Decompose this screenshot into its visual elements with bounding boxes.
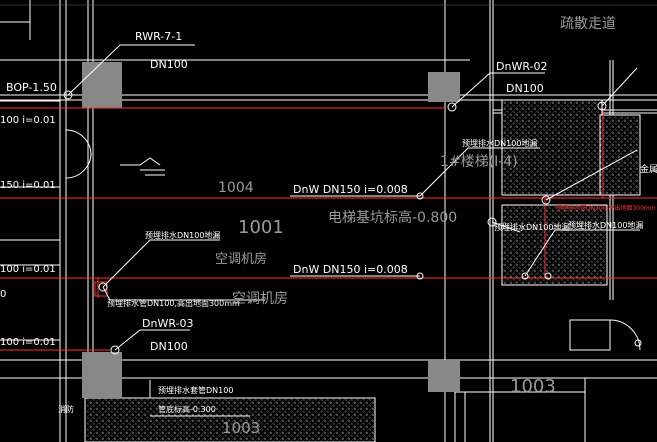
column-3 [82,352,122,398]
slope-4: 100 i=0.01 [0,337,56,348]
slope-2: 150 i=0.01 [0,180,56,191]
slope-1: 100 i=0.01 [0,115,56,126]
column-4 [428,360,460,392]
note-sleeve: 预埋排水套管DN100 [158,385,233,395]
note-red: 预埋排水管DN100,高出地面300mm [556,204,656,212]
note-floor-drain-d: 预埋排水DN100地漏 [568,220,643,230]
note-stair: 1#楼梯(Ⅰ-4) [440,154,518,170]
tag-left-0: 0 [0,289,6,300]
bop-label: BOP-1.50 [6,81,57,94]
corner-label: 消防 [58,404,74,414]
area-ac-room-2: 空调机房 [232,291,288,307]
slope-3: 100 i=0.01 [0,264,56,275]
main-pipe-2: DnW DN150 i=0.008 [293,263,408,276]
red-pipes [0,107,657,351]
area-evac: 疏散走道 [560,16,616,32]
note-floor-drain-a: 预埋排水DN100地漏 [145,230,220,240]
tag-rwr71: RWR-7-1 [135,30,182,43]
tag-dnwr03: DnWR-03 [142,317,193,330]
size-dnwr03: DN100 [150,340,188,353]
hatch-shaft-2 [501,204,608,286]
door-swings [65,129,641,351]
note-sleeve-elev: 管底标高-0.300 [158,404,216,414]
size-dnwr02: DN100 [506,82,544,95]
note-right: 金属 [640,163,657,175]
area-1004: 1004 [218,180,254,196]
area-1003: 1003 [510,376,556,397]
symbol-elevation [120,157,165,176]
main-pipe-1: DnW DN150 i=0.008 [293,183,408,196]
column-2 [428,72,460,102]
tag-dnwr02: DnWR-02 [496,60,547,73]
note-drain-pipe: 预埋排水管DN100,高出地面300mm [107,298,240,308]
note-floor-drain-b: 预埋排水DN100地漏 [462,138,537,148]
leaders [0,44,640,417]
area-1001: 1001 [238,217,284,238]
area-1003b: 1003 [222,419,260,437]
column-1 [82,62,122,108]
note-elevator: 电梯基坑标高-0.800 [328,209,457,226]
note-floor-drain-c: 预埋排水DN100地漏 [494,222,569,232]
area-ac-room-1: 空调机房 [215,251,267,267]
size-rwr71: DN100 [150,58,188,71]
